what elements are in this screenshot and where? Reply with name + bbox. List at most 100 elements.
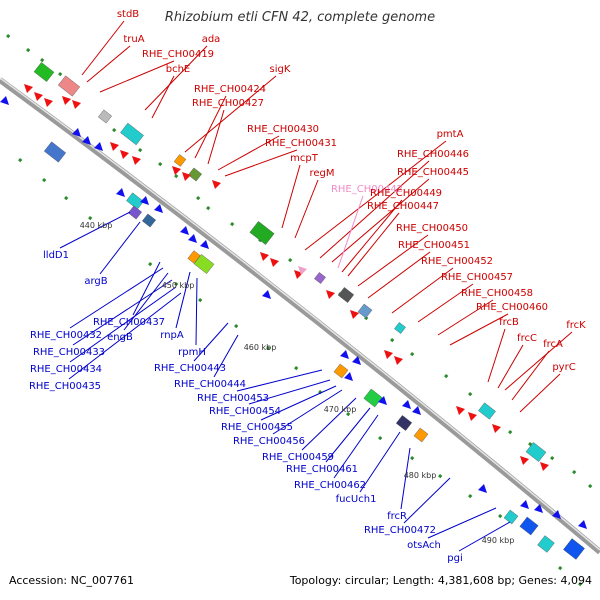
forward-gene-label: RHE_CH00451 [398,240,470,251]
forward-gene-line [337,195,364,269]
reverse-gene-line [260,385,337,421]
forward-gene-line [319,160,430,259]
forward-gene-line [331,178,430,263]
feature-tick [410,455,415,461]
forward-gene-label: stdB [117,9,139,20]
feature-layer [0,34,593,587]
reverse-gene-line [403,477,451,524]
forward-gene-arrow [34,92,43,101]
forward-gene-label: pyrC [552,362,575,373]
reverse-gene-line [325,407,371,463]
feature-tick [294,366,299,371]
forward-gene-label: ada [202,34,221,45]
reverse-gene-arrow [72,128,81,137]
gene-block [249,221,275,245]
kbp-tick-label: 450 kbp [162,281,195,290]
forward-gene-line [417,283,474,323]
reverse-gene-line [59,211,131,249]
gene-block [142,213,156,228]
reverse-gene-line [301,397,357,451]
feature-tick [390,337,395,343]
reverse-gene-label: RHE_CH00444 [174,379,246,390]
forward-gene-label: RHE_CH00446 [397,149,469,160]
reverse-gene-arrow [412,406,421,415]
feature-tick [558,566,563,571]
forward-gene-label: bchE [166,64,191,75]
forward-gene-arrow [44,98,53,107]
forward-gene-line [497,344,524,389]
reverse-gene-arrow [534,504,543,513]
feature-tick [378,435,383,441]
reverse-gene-line [213,334,239,378]
reverse-gene-arrow [154,204,163,213]
forward-gene-label: RHE_CH00424 [194,84,266,95]
reverse-gene-line [400,447,411,510]
forward-gene-arrow [72,100,81,109]
reverse-gene-arrow [140,196,149,205]
gene-block [413,427,429,443]
forward-gene-line [367,251,431,299]
feature-tick [40,58,45,63]
feature-tick [196,196,201,201]
feature-tick [58,72,63,77]
gene-block [525,442,547,462]
reverse-gene-arrow [180,226,189,235]
forward-gene-line [504,331,573,391]
forward-gene-line [184,75,277,153]
genome-backbone [0,77,600,555]
forward-gene-line [194,95,227,159]
reverse-gene-arrow [262,290,271,299]
forward-gene-line [81,20,125,76]
gene-block [363,388,383,408]
gene-block [126,192,144,210]
forward-gene-line [487,328,506,383]
forward-gene-arrow [110,142,119,151]
forward-gene-arrow [270,258,279,267]
reverse-gene-line [193,322,229,362]
reverse-gene-line [175,271,191,329]
gene-block [357,303,373,319]
forward-gene-line [519,373,561,413]
gene-block [173,154,187,167]
feature-tick [174,282,179,287]
forward-gene-label: RHE_CH00442 [331,184,403,195]
forward-gene-line [144,45,208,111]
reverse-gene-label: rnpA [160,330,184,341]
reverse-gene-arrow [352,356,361,365]
accession-label: Accession: NC_007761 [9,574,135,587]
reverse-gene-line [427,507,497,539]
forward-gene-label: RHE_CH00457 [441,272,513,283]
feature-tick [508,429,513,435]
reverse-gene-label: otsAch [407,540,441,551]
feature-tick [438,474,443,479]
gene-block [57,75,81,97]
forward-gene-arrow [492,424,501,433]
gene-block [314,272,326,284]
reverse-gene-line [123,272,169,331]
reverse-gene-label: RHE_CH00462 [294,480,366,491]
forward-gene-arrow [212,180,221,189]
reverse-gene-line [333,414,379,479]
map-title: Rhizobium etli CFN 42, complete genome [164,10,436,25]
reverse-gene-label: lldD1 [43,250,69,261]
feature-tick [468,391,473,397]
reverse-gene-line [99,221,141,275]
feature-tick [64,196,69,201]
feature-tick [266,345,271,351]
forward-gene-arrow [468,412,477,421]
reverse-gene-label: pgi [447,553,462,564]
forward-gene-line [99,60,175,93]
gene-block [333,363,349,379]
forward-gene-line [224,149,298,177]
reverse-gene-line [195,277,198,346]
feature-tick [550,456,555,461]
forward-gene-label: RHE_CH00419 [142,49,214,60]
forward-gene-label: frcA [543,339,563,350]
feature-tick [588,483,593,489]
forward-gene-arrow [172,166,181,175]
forward-gene-arrow [132,156,141,165]
feature-tick [158,162,163,167]
feature-tick [410,351,415,357]
